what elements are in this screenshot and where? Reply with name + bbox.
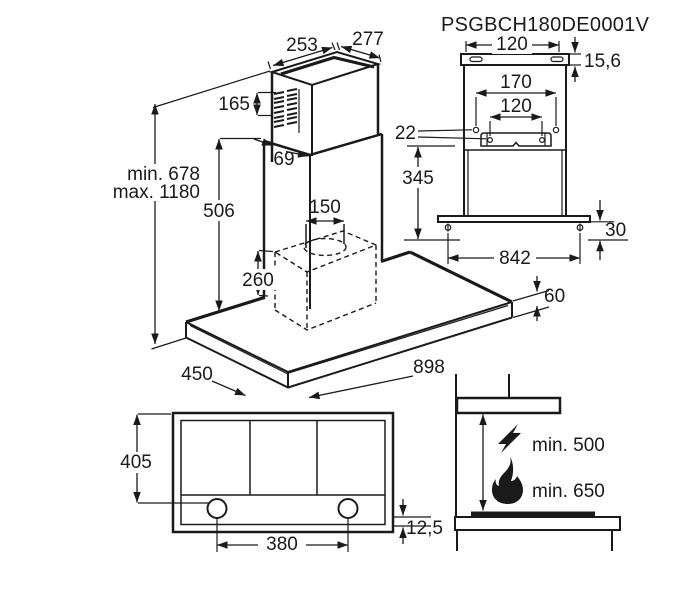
vent-louvers <box>273 88 298 128</box>
dim-lower-chimney-height: 506 <box>203 201 235 222</box>
clearance-gas-label: min. 650 <box>532 481 605 502</box>
bottom-view: 405 380 12,5 <box>115 411 443 555</box>
dim-mount-height: 345 <box>402 168 434 189</box>
fixing-screw <box>444 223 452 232</box>
dim-height-min: min. 678 <box>127 164 200 185</box>
dim-slot-spacing: 120 <box>496 34 528 55</box>
canopy-rear-edge <box>437 215 591 223</box>
dim-lamp-spacing: 380 <box>266 534 298 555</box>
bottom-view-dimensions: 405 380 12,5 <box>115 413 443 555</box>
chimney-top-opening <box>268 50 382 87</box>
canopy-top-face <box>186 252 512 372</box>
mounting-hole <box>472 126 480 134</box>
cooktop <box>471 511 595 517</box>
counter <box>454 516 621 531</box>
dim-canopy-thickness: 60 <box>544 286 565 307</box>
lamp <box>337 498 359 519</box>
dim-canopy-width: 898 <box>413 357 445 378</box>
duct-outlet-ellipse <box>303 237 347 257</box>
model-number: PSGBCH180DE0001V <box>441 14 650 36</box>
dim-chimney-top-width: 253 <box>286 35 318 56</box>
canopy <box>185 250 513 389</box>
clearance-view: min. 500 min. 650 <box>454 374 621 551</box>
dim-motor-box-height: 260 <box>242 270 274 291</box>
dim-bar-height: 15,6 <box>584 51 621 72</box>
dim-chimney-offset: 69 <box>273 149 294 170</box>
rear-mounting-view: 120 15,6 170 120 22 345 <box>395 34 628 269</box>
mounting-slot <box>550 56 564 63</box>
clearance-electric-label: min. 500 <box>532 435 605 456</box>
dim-canopy-depth: 450 <box>181 364 213 385</box>
dim-vent-height: 165 <box>218 94 250 115</box>
mounting-bracket <box>480 132 552 147</box>
dim-duct-width: 150 <box>309 197 341 218</box>
dim-edge-offset: 12,5 <box>406 518 443 539</box>
chimney-upper-section <box>268 50 382 162</box>
dim-body-depth: 405 <box>120 452 152 473</box>
main-isometric-view: 253 277 165 min. 678 max. 1180 506 <box>110 29 565 400</box>
dim-screw-spacing: 842 <box>499 248 531 269</box>
dim-hole-offset: 22 <box>395 123 416 144</box>
fixing-screw <box>576 223 584 232</box>
main-view-dimensions: 253 277 165 min. 678 max. 1180 506 <box>110 29 565 400</box>
mounting-slot <box>469 56 483 63</box>
dim-hole-spacing-outer: 170 <box>500 72 532 93</box>
electric-hob-icon <box>498 424 521 453</box>
gas-hob-icon <box>492 456 523 504</box>
dim-screw-height: 30 <box>605 220 626 241</box>
hood-canopy <box>455 396 562 415</box>
dim-chimney-top-depth: 277 <box>352 29 384 50</box>
rear-view-dimensions: 120 15,6 170 120 22 345 <box>395 34 628 269</box>
lamp <box>206 498 228 519</box>
dim-height-max: max. 1180 <box>113 182 200 203</box>
bracket-hole <box>538 137 545 144</box>
dim-hole-spacing-inner: 120 <box>500 96 532 117</box>
mounting-hole <box>552 126 560 134</box>
bracket-hole <box>487 137 494 144</box>
